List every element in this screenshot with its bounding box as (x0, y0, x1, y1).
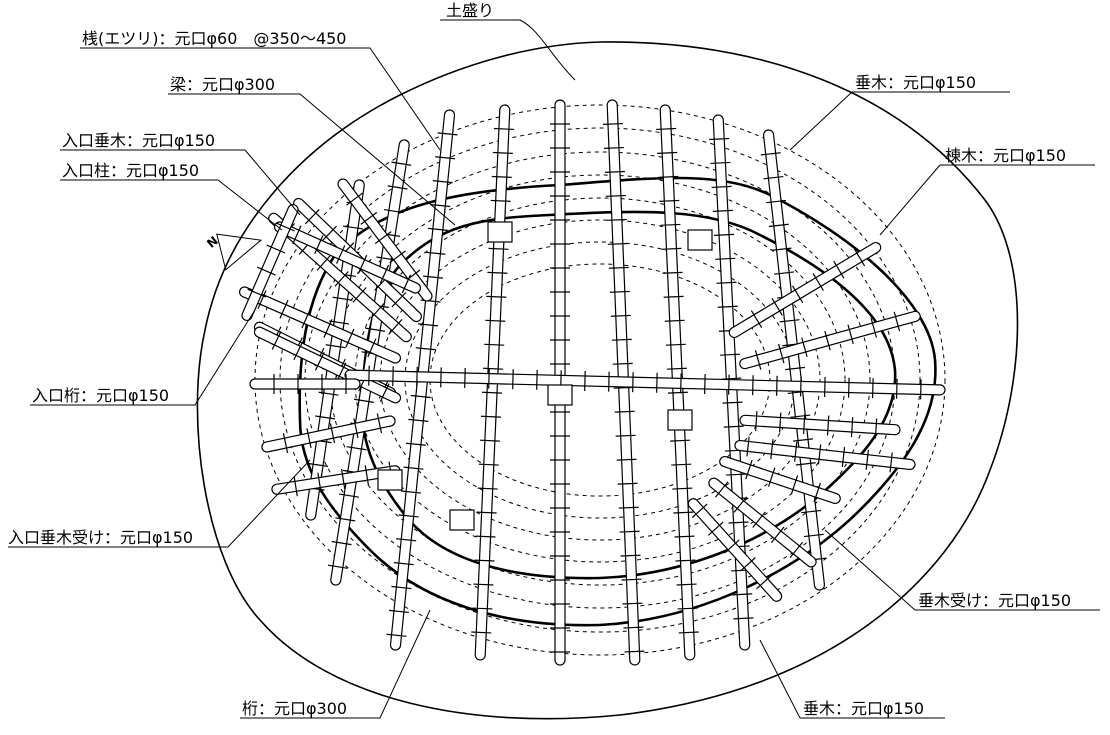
label-girder: 桁：元口φ300 (242, 699, 347, 718)
label-rafter-support: 垂木受け：元口φ150 (918, 591, 1071, 610)
label-rafter-bottom: 垂木：元口φ150 (803, 699, 924, 718)
label-entrance-rafter: 入口垂木：元口φ150 (62, 131, 215, 150)
leader-lines (8, 19, 1100, 719)
label-rafter-top: 垂木：元口φ150 (855, 73, 976, 92)
post-block (547, 384, 573, 406)
timber-pole (238, 286, 402, 364)
timber-pole (261, 413, 396, 453)
timber-pole (708, 477, 817, 568)
annotation-labels: 土盛り 桟(エツリ)：元口φ60 @350～450 梁：元口φ300 入口垂木：… (8, 1, 1071, 718)
timber-pole (687, 498, 783, 602)
timber-pole (739, 410, 901, 439)
post-block (487, 221, 513, 243)
timber-pole (719, 455, 841, 505)
pit-outer-contour (298, 176, 937, 627)
timber-pole (344, 365, 946, 400)
label-entrance-rafter-support: 入口垂木受け：元口φ150 (8, 528, 193, 547)
timber-poles (238, 99, 946, 666)
post-block (667, 409, 693, 431)
timber-pole (268, 212, 412, 343)
timber-pole (739, 310, 921, 370)
timber-pole (249, 374, 361, 394)
north-arrow: N (204, 234, 263, 271)
label-beam: 梁：元口φ300 (170, 75, 275, 94)
post-block (687, 229, 713, 251)
earth-mound-outline (196, 41, 1019, 720)
timber-pole (253, 326, 402, 404)
post-block (449, 509, 475, 531)
post-block (377, 469, 403, 491)
timber-pole (728, 241, 882, 339)
label-entrance-girder: 入口桁：元口φ150 (32, 386, 169, 405)
label-mound: 土盛り (446, 1, 494, 20)
label-ridge: 棟木：元口φ150 (945, 146, 1066, 165)
label-entrance-post: 入口柱：元口φ150 (62, 161, 199, 180)
timber-pole (241, 203, 299, 322)
timber-pole (337, 178, 433, 302)
timber-pole (734, 436, 916, 473)
label-batten: 桟(エツリ)：元口φ60 @350～450 (82, 29, 346, 48)
north-label: N (204, 234, 221, 251)
